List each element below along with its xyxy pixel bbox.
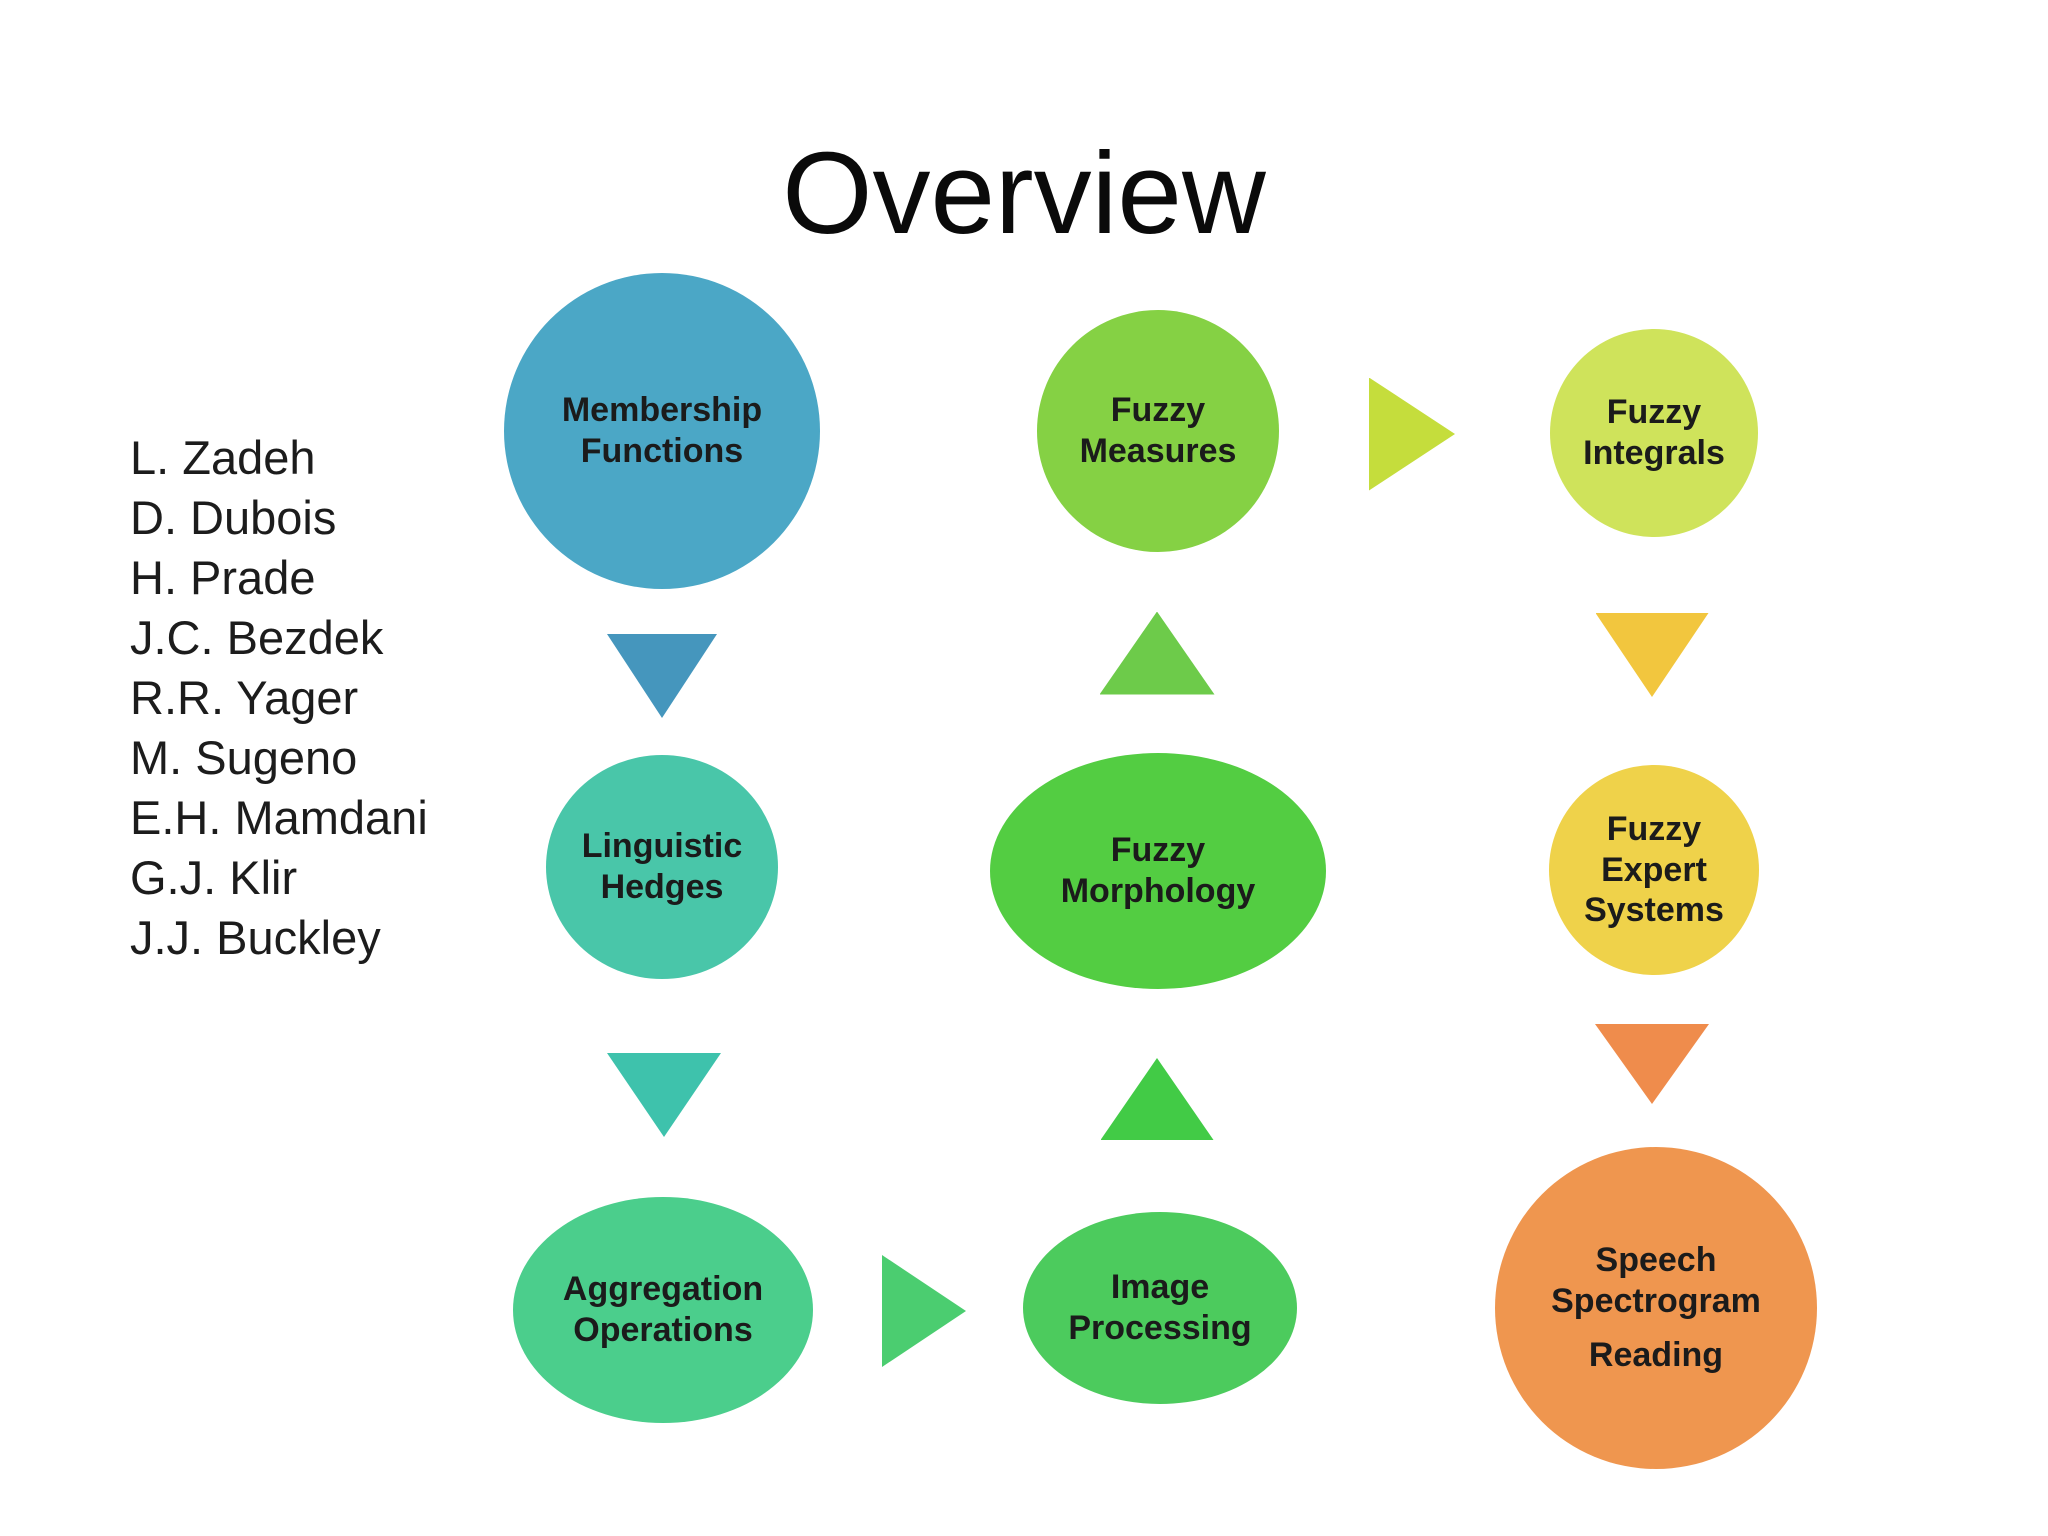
node-label: Fuzzy Morphology: [1060, 831, 1256, 910]
arrow-down-icon-membership-to-linguistic: [607, 634, 717, 718]
author-list: L. Zadeh D. Dubois H. Prade J.C. Bezdek …: [130, 428, 428, 968]
arrow-up-icon-morphology-to-measures: [1099, 611, 1215, 695]
node-aggregation-operations: Aggregation Operations: [513, 1197, 813, 1423]
arrow-down-icon-linguistic-to-aggregation: [607, 1053, 721, 1137]
node-label: Fuzzy Integrals: [1583, 393, 1725, 472]
arrow-down-icon-expert-to-speech: [1595, 1024, 1709, 1104]
arrow-right-icon-aggregation-to-image: [882, 1255, 966, 1367]
arrow-right-icon-measures-to-integrals: [1369, 377, 1455, 491]
node-linguistic-hedges: Linguistic Hedges: [546, 755, 778, 979]
node-fuzzy-measures: Fuzzy Measures: [1037, 310, 1279, 552]
arrow-down-icon-integrals-to-expert: [1595, 613, 1709, 697]
author-name: L. Zadeh: [130, 431, 316, 484]
node-fuzzy-morphology: Fuzzy Morphology: [990, 753, 1326, 989]
slide-title: Overview: [782, 128, 1266, 258]
author-name: D. Dubois: [130, 491, 337, 544]
author-name: E.H. Mamdani: [130, 791, 428, 844]
author-name: M. Sugeno: [130, 731, 358, 784]
author-name: J.C. Bezdek: [130, 611, 384, 664]
node-label: Aggregation Operations: [562, 1270, 764, 1349]
node-fuzzy-expert-systems: Fuzzy Expert Systems: [1549, 765, 1759, 975]
author-name: R.R. Yager: [130, 671, 359, 724]
node-label: Membership Functions: [561, 391, 763, 470]
node-membership-functions: Membership Functions: [504, 273, 820, 589]
node-label: Fuzzy Expert Systems: [1584, 809, 1724, 930]
author-name: J.J. Buckley: [130, 911, 381, 964]
node-label: Image Processing: [1068, 1268, 1252, 1347]
node-label: Linguistic Hedges: [581, 827, 743, 906]
author-name: H. Prade: [130, 551, 316, 604]
arrow-up-icon-image-to-morphology: [1100, 1058, 1214, 1140]
author-name: G.J. Klir: [130, 851, 298, 904]
node-fuzzy-integrals: Fuzzy Integrals: [1550, 329, 1758, 537]
node-image-processing: Image Processing: [1023, 1212, 1297, 1404]
node-label: Fuzzy Measures: [1079, 391, 1237, 470]
